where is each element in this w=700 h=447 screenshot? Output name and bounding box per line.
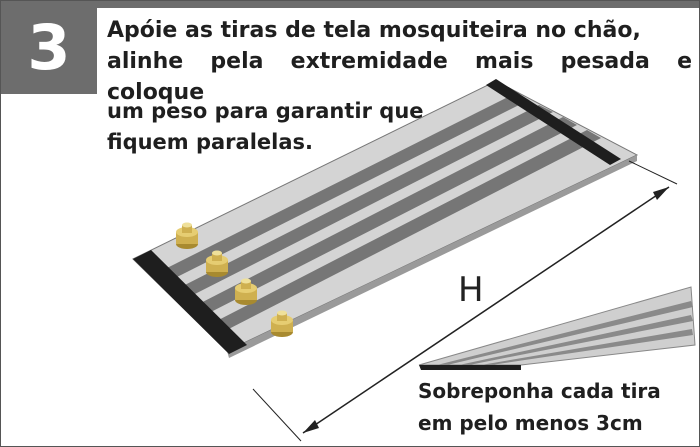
instruction-line-4: fiquem paralelas. bbox=[107, 130, 314, 154]
instruction-line-3: um peso para garantir que bbox=[107, 99, 424, 123]
top-rule bbox=[97, 1, 699, 8]
overlap-note: Sobreponha cada tira em pelo menos 3cm bbox=[418, 375, 661, 439]
mosquito-net-panel bbox=[132, 79, 639, 358]
weight-3 bbox=[235, 278, 257, 305]
weight-2 bbox=[206, 250, 228, 277]
black-bar bbox=[486, 79, 621, 165]
strip-2 bbox=[175, 105, 553, 297]
strip-3 bbox=[189, 117, 577, 316]
note-line-2: em pelo menos 3cm bbox=[418, 411, 643, 435]
weight-1 bbox=[176, 222, 198, 249]
dimension-line bbox=[252, 160, 678, 442]
note-line-1: Sobreponha cada tira bbox=[418, 379, 661, 403]
step-number: 3 bbox=[27, 11, 71, 84]
dimension-label: H bbox=[458, 270, 484, 310]
weight-4 bbox=[271, 310, 293, 337]
instruction-text: Apóie as tiras de tela mosquiteira no ch… bbox=[107, 15, 692, 108]
overlap-detail bbox=[418, 286, 696, 370]
heavy-edge bbox=[133, 250, 247, 354]
strip-4 bbox=[203, 130, 601, 335]
weights bbox=[176, 222, 293, 337]
instruction-line-1: Apóie as tiras de tela mosquiteira no ch… bbox=[107, 18, 641, 43]
step-number-badge: 3 bbox=[1, 1, 97, 94]
instruction-text-continued: um peso para garantir que fiquem paralel… bbox=[107, 96, 424, 158]
strip-1 bbox=[161, 93, 529, 278]
instruction-line-2: alinhe pela extremidade mais pesada e co… bbox=[107, 49, 692, 105]
